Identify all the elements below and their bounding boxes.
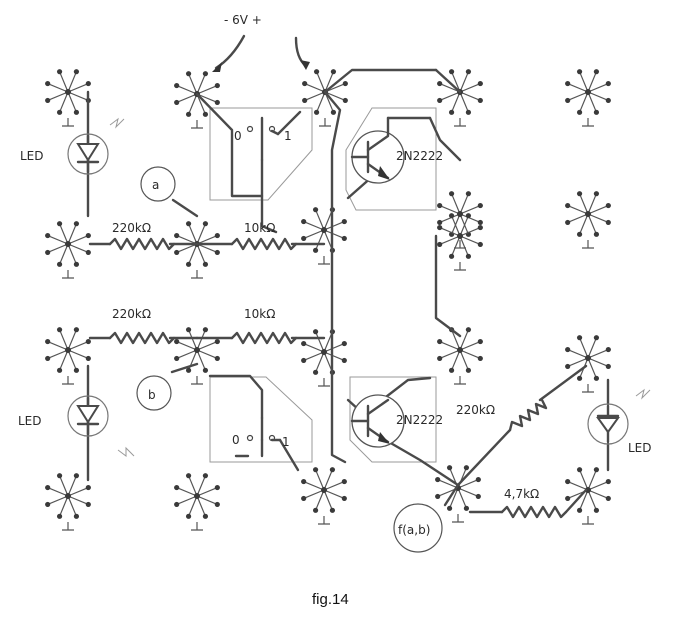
terminal-node	[565, 69, 611, 127]
resistor-220k-1	[108, 237, 176, 251]
res-220k-2-label: 220kΩ	[112, 307, 151, 321]
switch-b-housing	[209, 376, 313, 463]
terminal-node	[45, 221, 91, 279]
switch-b-on-label: 1	[282, 435, 290, 449]
resistor-10k-1	[230, 237, 298, 251]
led-1-label: LED	[20, 149, 44, 163]
switch-a-on-label: 1	[284, 129, 292, 143]
terminal-node	[174, 71, 220, 129]
led-3-label: LED	[628, 441, 652, 455]
terminal-node	[437, 213, 483, 271]
terminal-node	[45, 473, 91, 531]
supply-label: - 6V +	[224, 13, 262, 27]
wiring	[86, 68, 610, 514]
terminal-node	[45, 69, 91, 127]
terminal-node	[301, 207, 347, 265]
terminal-node	[437, 69, 483, 127]
resistor-220k-2	[108, 331, 176, 345]
switch-a	[246, 116, 280, 162]
resistor-47k	[500, 505, 568, 519]
supply: - 6V +	[212, 13, 310, 72]
terminal-node	[174, 221, 220, 279]
transistor-2	[350, 394, 405, 448]
figure-caption: fig.14	[312, 591, 349, 608]
terminal-node	[174, 473, 220, 531]
transistor-2-housing	[349, 376, 437, 463]
input-a-label: a	[152, 178, 159, 192]
transistor-1-housing	[345, 107, 437, 211]
terminal-node	[174, 327, 220, 385]
terminal-node	[301, 467, 347, 525]
input-a: a	[140, 166, 176, 202]
terminal-nodes	[45, 69, 611, 531]
res-10k-2-label: 10kΩ	[244, 307, 275, 321]
led-2-label: LED	[18, 414, 42, 428]
terminal-node	[565, 467, 611, 525]
res-220k-1-label: 220kΩ	[112, 221, 151, 235]
transistor-1	[350, 116, 405, 184]
transistor-1-label: 2N2222	[396, 149, 443, 163]
res-47k-label: 4,7kΩ	[504, 487, 539, 501]
terminal-node	[45, 327, 91, 385]
res-10k-1-label: 10kΩ	[244, 221, 275, 235]
led-1	[67, 117, 125, 175]
input-b-label: b	[148, 388, 156, 402]
terminal-node	[437, 191, 483, 249]
switch-b-off-label: 0	[232, 433, 240, 447]
output-f: f(a,b)	[393, 503, 443, 553]
switch-b	[246, 416, 282, 442]
switch-a-off-label: 0	[234, 129, 242, 143]
switch-a-housing	[209, 107, 313, 201]
res-220k-3-label: 220kΩ	[456, 403, 495, 417]
transistor-2-label: 2N2222	[396, 413, 443, 427]
led-3	[587, 388, 651, 445]
output-label: f(a,b)	[398, 523, 430, 537]
input-b: b	[136, 375, 172, 411]
terminal-node	[565, 335, 611, 393]
terminal-node	[565, 191, 611, 249]
resistor-220k-3	[508, 398, 548, 432]
led-2	[67, 395, 135, 457]
resistor-10k-2	[230, 331, 298, 345]
